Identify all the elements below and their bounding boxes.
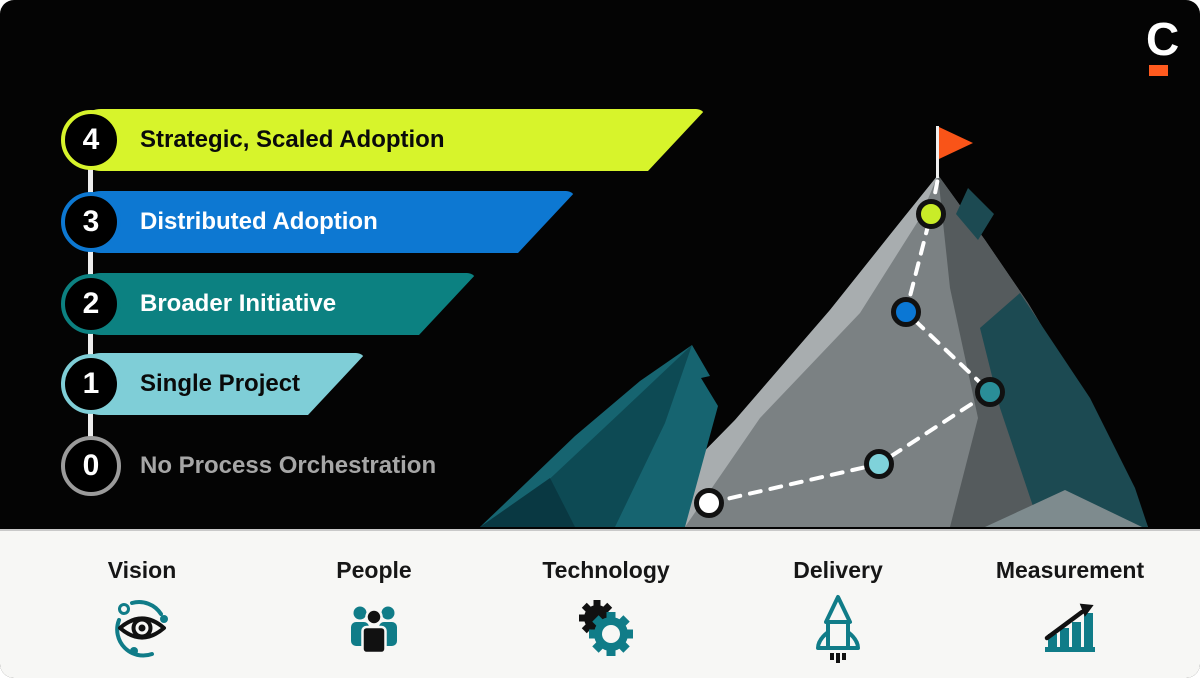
level-banner-4 xyxy=(75,109,706,171)
milestone-dot-level-0 xyxy=(694,488,724,518)
pillar-measurement: Measurement xyxy=(954,531,1186,678)
eye-orbit-icon xyxy=(110,594,174,662)
level-number-badge-3: 3 xyxy=(61,192,121,252)
flag-pole xyxy=(936,126,939,178)
pillar-vision: Vision xyxy=(26,531,258,678)
level-label-0: No Process Orchestration xyxy=(140,452,437,479)
pillar-label: Vision xyxy=(107,557,177,583)
logo-accent-bar xyxy=(1148,65,1168,76)
level-banner-2 xyxy=(75,273,477,335)
pillar-label: Measurement xyxy=(995,557,1145,583)
milestone-dot-level-3 xyxy=(891,297,921,327)
gears-icon xyxy=(571,594,641,662)
pillar-label: People xyxy=(336,557,412,583)
milestone-dot-level-2 xyxy=(975,377,1005,407)
level-banner-3 xyxy=(75,191,576,253)
level-number-badge-4: 4 xyxy=(61,110,121,170)
rocket-icon xyxy=(808,594,868,663)
logo-letter: C xyxy=(1146,13,1180,65)
level-label-4: Strategic, Scaled Adoption xyxy=(140,126,445,153)
level-number-badge-1: 1 xyxy=(61,354,121,414)
pillar-people: People xyxy=(258,531,490,678)
brand-logo: C xyxy=(1146,13,1180,76)
growth-chart-icon xyxy=(1037,594,1103,662)
level-number-badge-0: 0 xyxy=(61,436,121,496)
mountain-shadow-teal-upper xyxy=(956,188,994,240)
mountain-illustration xyxy=(480,126,1148,527)
level-number-badge-2: 2 xyxy=(61,274,121,334)
pillar-delivery: Delivery xyxy=(722,531,954,678)
pillar-label: Technology xyxy=(542,557,670,583)
teal-mountain-darkest xyxy=(480,478,575,527)
pillar-label: Delivery xyxy=(793,557,883,583)
flag-icon xyxy=(939,127,973,159)
milestone-dot-level-1 xyxy=(864,449,894,479)
level-label-2: Broader Initiative xyxy=(140,290,337,317)
level-label-1: Single Project xyxy=(140,370,301,397)
pillar-technology: Technology xyxy=(490,531,722,678)
level-banner-1 xyxy=(75,353,366,415)
people-icon xyxy=(344,594,404,662)
teal-mountain-dark-face xyxy=(480,345,692,527)
level-label-3: Distributed Adoption xyxy=(140,208,378,235)
mountain-foot-light xyxy=(985,490,1142,527)
mountain-shadow-teal xyxy=(980,293,1148,527)
pillars-strip: Vision People xyxy=(0,529,1200,678)
milestone-dot-level-4 xyxy=(916,199,946,229)
